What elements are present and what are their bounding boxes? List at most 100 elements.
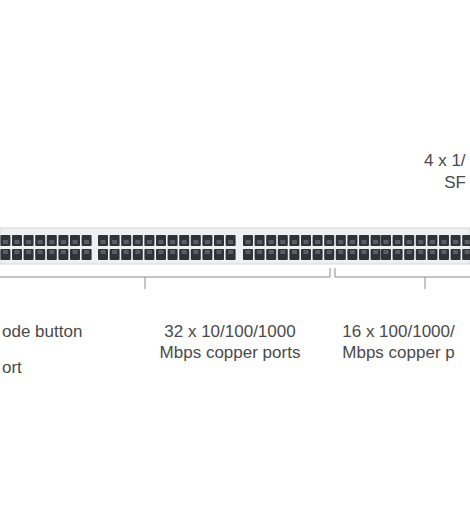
port-latch	[327, 240, 332, 244]
port-latch	[292, 250, 297, 254]
port-latch	[3, 240, 8, 244]
port-latch	[193, 240, 198, 244]
port-latch	[84, 250, 89, 254]
rj45-port	[47, 249, 57, 260]
rj45-port	[121, 249, 131, 260]
rj45-port	[255, 249, 265, 260]
port-latch	[338, 250, 343, 254]
rj45-port	[121, 235, 131, 246]
port-latch	[327, 250, 332, 254]
port-latch	[205, 240, 210, 244]
port-latch	[182, 250, 187, 254]
port-latch	[407, 250, 412, 254]
rj45-port	[359, 235, 369, 246]
rj45-port	[451, 249, 461, 260]
port-latch	[15, 240, 20, 244]
port-latch	[217, 250, 222, 254]
port-latch	[38, 240, 43, 244]
port-latch	[292, 240, 297, 244]
rj45-port	[347, 249, 357, 260]
rj45-port	[243, 249, 253, 260]
port-latch	[61, 250, 66, 254]
rj45-port	[226, 235, 236, 246]
port-latch	[442, 240, 447, 244]
port-latch	[84, 240, 89, 244]
rj45-port	[462, 235, 470, 246]
port-latch	[315, 250, 320, 254]
callout-label: ode button	[2, 321, 82, 342]
port-latch	[384, 250, 389, 254]
rj45-port	[58, 249, 68, 260]
rj45-port	[70, 235, 80, 246]
port-latch	[350, 240, 355, 244]
port-latch	[430, 240, 435, 244]
port-latch	[135, 250, 140, 254]
port-latch	[304, 240, 309, 244]
rj45-port	[278, 235, 288, 246]
rj45-port	[24, 235, 34, 246]
rj45-port	[82, 249, 92, 260]
rj45-port	[47, 235, 57, 246]
rj45-port	[255, 235, 265, 246]
port-latch	[217, 240, 222, 244]
rj45-port	[336, 235, 346, 246]
port-latch	[49, 240, 54, 244]
rj45-port	[313, 249, 323, 260]
rj45-port	[82, 235, 92, 246]
port-grid	[0, 235, 470, 260]
rj45-port	[393, 235, 403, 246]
port-latch	[170, 250, 175, 254]
port-latch	[395, 250, 400, 254]
rj45-port	[462, 249, 470, 260]
rj45-port	[289, 235, 299, 246]
rj45-port	[35, 235, 45, 246]
rj45-port	[98, 249, 108, 260]
rj45-port	[451, 235, 461, 246]
rj45-port	[404, 249, 414, 260]
port-latch	[453, 250, 458, 254]
rj45-port	[35, 249, 45, 260]
rj45-port	[12, 249, 22, 260]
port-latch	[407, 240, 412, 244]
port-latch	[205, 250, 210, 254]
rj45-port	[313, 235, 323, 246]
rj45-port	[243, 235, 253, 246]
port-latch	[15, 250, 20, 254]
rj45-port	[439, 235, 449, 246]
rj45-port	[289, 249, 299, 260]
rj45-port	[144, 249, 154, 260]
rj45-port	[70, 249, 80, 260]
rj45-port	[324, 249, 334, 260]
rj45-port	[371, 249, 381, 260]
rj45-port	[202, 249, 212, 260]
rj45-port	[202, 235, 212, 246]
callout-label: ort	[2, 357, 22, 378]
port-latch	[373, 250, 378, 254]
rj45-port	[393, 249, 403, 260]
rj45-port	[404, 235, 414, 246]
rj45-port	[191, 249, 201, 260]
rj45-port	[416, 249, 426, 260]
port-latch	[362, 250, 367, 254]
port-latch	[193, 250, 198, 254]
port-latch	[257, 250, 262, 254]
callout-label: SF	[444, 172, 466, 193]
rj45-port	[133, 249, 143, 260]
port-latch	[228, 250, 233, 254]
port-latch	[465, 240, 470, 244]
port-latch	[228, 240, 233, 244]
rj45-port	[0, 235, 10, 246]
rj45-port	[58, 235, 68, 246]
port-latch	[3, 250, 8, 254]
callout-label: 16 x 100/1000/ Mbps copper p	[331, 321, 466, 363]
port-latch	[73, 240, 78, 244]
rj45-port	[110, 235, 120, 246]
rj45-port	[133, 235, 143, 246]
port-latch	[124, 240, 129, 244]
port-latch	[453, 240, 458, 244]
port-latch	[373, 240, 378, 244]
port-latch	[124, 250, 129, 254]
rj45-port	[12, 235, 22, 246]
port-latch	[73, 250, 78, 254]
